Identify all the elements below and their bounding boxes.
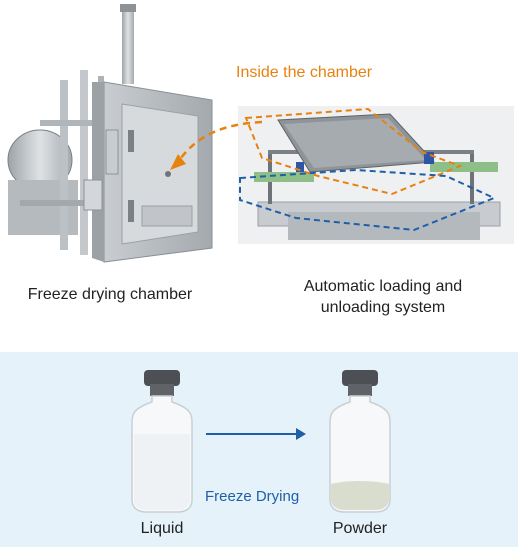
loading-caption-line-2: unloading system bbox=[320, 299, 446, 316]
powder-caption: Powder bbox=[332, 520, 388, 537]
liquid-vial-image bbox=[131, 370, 193, 513]
loading-caption-line-1: Automatic loading and bbox=[303, 278, 463, 295]
chamber-caption: Freeze drying chamber bbox=[27, 286, 193, 303]
inside-chamber-label: Inside the chamber bbox=[236, 64, 373, 81]
liquid-caption: Liquid bbox=[140, 520, 184, 537]
lower-region-outline bbox=[239, 168, 497, 232]
powder-vial-image bbox=[329, 370, 391, 513]
upper-region-outline bbox=[244, 107, 463, 196]
arrow-right-icon bbox=[296, 428, 306, 440]
loading-system-caption: Automatic loading and unloading system bbox=[258, 276, 508, 318]
arrow-head-icon bbox=[170, 154, 186, 170]
freeze-drying-chamber-image bbox=[7, 4, 213, 263]
freeze-drying-label: Freeze Drying bbox=[205, 488, 300, 505]
pointer-arrow bbox=[176, 120, 263, 163]
process-panel bbox=[0, 352, 518, 547]
